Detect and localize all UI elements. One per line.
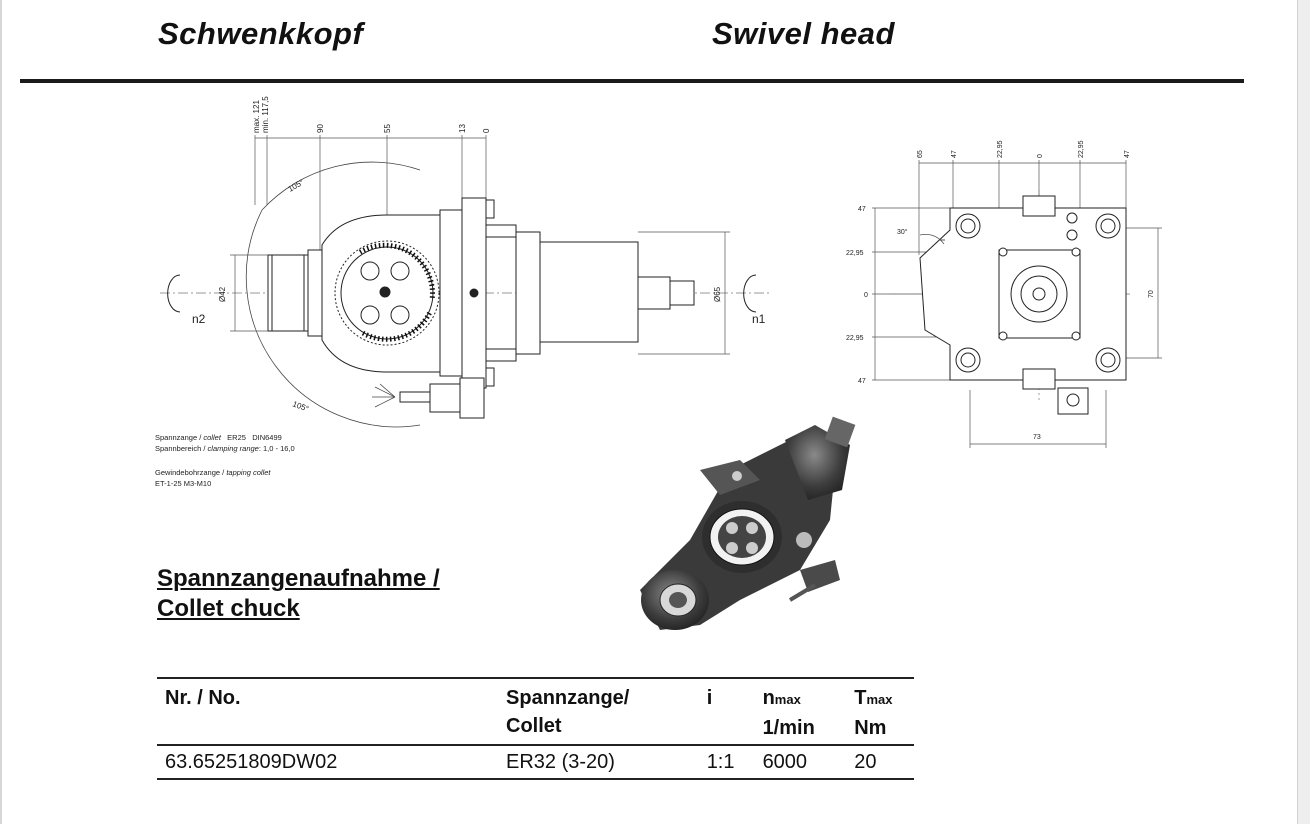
cell-torque: 20 bbox=[846, 745, 914, 780]
svg-text:min. 117,5: min. 117,5 bbox=[261, 96, 270, 133]
svg-text:Ø42: Ø42 bbox=[218, 286, 227, 302]
svg-text:Ø65: Ø65 bbox=[713, 286, 722, 302]
cell-no: 63.65251809DW02 bbox=[157, 745, 499, 780]
svg-text:47: 47 bbox=[858, 378, 866, 385]
section-heading: Spannzangenaufnahme / Collet chuck bbox=[157, 564, 440, 624]
svg-text:105°: 105° bbox=[287, 178, 306, 194]
cell-speed: 6000 bbox=[754, 745, 847, 780]
svg-text:22,95: 22,95 bbox=[997, 140, 1004, 158]
cell-collet: ER32 (3-20) bbox=[498, 745, 699, 780]
svg-text:73: 73 bbox=[1033, 434, 1041, 441]
svg-text:max. 121: max. 121 bbox=[252, 100, 261, 133]
section-heading-en: Collet chuck bbox=[157, 595, 300, 622]
svg-text:0: 0 bbox=[1037, 154, 1044, 158]
svg-text:47: 47 bbox=[1124, 150, 1131, 158]
svg-text:65: 65 bbox=[917, 150, 924, 158]
svg-text:47: 47 bbox=[858, 206, 866, 213]
front-view bbox=[872, 160, 1162, 448]
table-row: 63.65251809DW02 ER32 (3-20) 1:1 6000 20 bbox=[157, 745, 914, 780]
tapping-note: Gewindebohrzange / tapping collet ET-1-2… bbox=[155, 468, 271, 488]
svg-text:n2: n2 bbox=[192, 312, 206, 326]
collet-note: Spannzange / collet ER25 DIN6499 Spannbe… bbox=[155, 433, 295, 453]
section-heading-de: Spannzangenaufnahme / bbox=[157, 565, 440, 592]
svg-text:105°: 105° bbox=[291, 399, 310, 413]
svg-text:n1: n1 bbox=[752, 312, 766, 326]
col-header-collet: Spannzange/Collet bbox=[498, 677, 699, 746]
svg-text:55: 55 bbox=[383, 124, 392, 133]
side-view-labels: max. 121 min. 117,5 90 55 13 0 105° 105°… bbox=[192, 96, 766, 414]
svg-text:0: 0 bbox=[482, 128, 491, 133]
svg-text:22,95: 22,95 bbox=[846, 250, 864, 257]
product-render bbox=[640, 416, 856, 630]
svg-text:90: 90 bbox=[316, 124, 325, 133]
header-rule bbox=[20, 79, 1244, 83]
svg-text:0: 0 bbox=[864, 292, 868, 299]
col-header-ratio: i bbox=[698, 677, 755, 746]
cell-ratio: 1:1 bbox=[698, 745, 755, 780]
side-view bbox=[160, 135, 770, 428]
title-english: Swivel head bbox=[712, 16, 895, 51]
svg-text:30°: 30° bbox=[897, 228, 908, 236]
front-view-labels: 65 47 22,95 0 22,95 47 47 22,95 0 22,95 … bbox=[846, 140, 1155, 441]
svg-text:47: 47 bbox=[951, 150, 958, 158]
col-header-no: Nr. / No. bbox=[157, 677, 499, 746]
svg-text:22,95: 22,95 bbox=[1078, 140, 1085, 158]
svg-text:13: 13 bbox=[458, 124, 467, 133]
page-edge-left bbox=[0, 0, 2, 824]
scrollbar[interactable] bbox=[1297, 0, 1310, 824]
title-german: Schwenkkopf bbox=[158, 16, 364, 51]
svg-text:70: 70 bbox=[1148, 290, 1155, 298]
svg-text:22,95: 22,95 bbox=[846, 335, 864, 342]
